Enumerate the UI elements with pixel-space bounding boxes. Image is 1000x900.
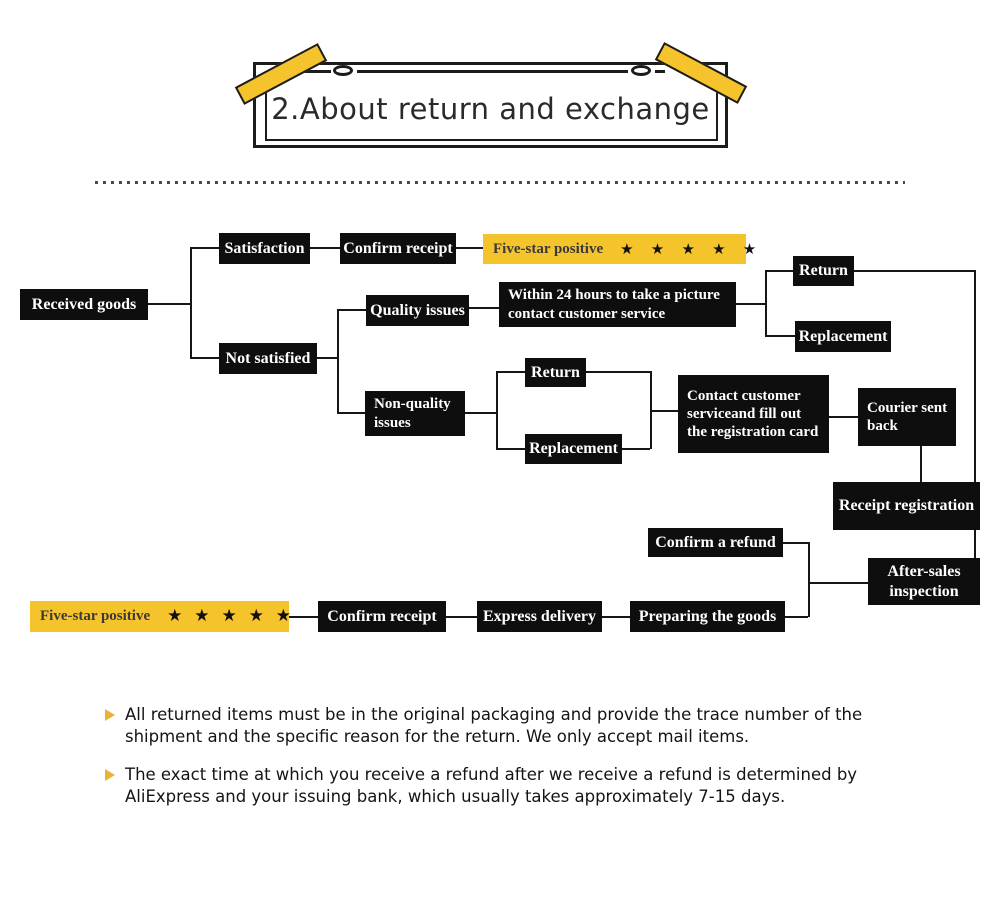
note-text: All returned items must be in the origin… bbox=[125, 705, 863, 746]
banner-deco-line bbox=[357, 70, 628, 73]
connector-line bbox=[650, 410, 678, 412]
connector-line bbox=[829, 416, 858, 418]
connector-line bbox=[622, 448, 650, 450]
five-star-label: Five-star positive bbox=[40, 608, 151, 625]
connector-line bbox=[190, 247, 219, 249]
flow-node-courier-sent-back: Courier sent back bbox=[858, 388, 956, 446]
flow-node-non-quality-issues: Non-quality issues bbox=[365, 391, 465, 436]
connector-line bbox=[496, 448, 525, 450]
connector-line bbox=[765, 270, 793, 272]
connector-line bbox=[310, 247, 340, 249]
flow-node-return-right: Return bbox=[793, 256, 854, 286]
banner-deco-circle bbox=[631, 65, 651, 76]
bullet-triangle-icon bbox=[105, 769, 115, 781]
flow-node-within-24-hours: Within 24 hours to take a picture contac… bbox=[499, 282, 736, 327]
flow-node-express-delivery: Express delivery bbox=[477, 601, 602, 632]
banner-deco-circle bbox=[333, 65, 353, 76]
flow-node-preparing-the-goods: Preparing the goods bbox=[630, 601, 785, 632]
flow-node-five-star-top: Five-star positive ★ ★ ★ ★ ★ bbox=[483, 234, 756, 264]
connector-line bbox=[765, 270, 767, 337]
flow-node-not-satisfied: Not satisfied bbox=[219, 343, 317, 374]
note-text: The exact time at which you receive a re… bbox=[125, 765, 858, 806]
connector-line bbox=[337, 309, 339, 413]
bullet-triangle-icon bbox=[105, 709, 115, 721]
flow-node-after-sales-inspection: After-sales inspection bbox=[868, 558, 980, 605]
connector-line bbox=[496, 371, 525, 373]
connector-line bbox=[854, 270, 975, 272]
flow-node-return-mid: Return bbox=[525, 358, 586, 387]
connector-line bbox=[808, 582, 868, 584]
star-rating-icon: ★ ★ ★ ★ ★ bbox=[167, 606, 294, 627]
connector-line bbox=[465, 412, 496, 414]
connector-line bbox=[765, 335, 795, 337]
connector-line bbox=[920, 446, 922, 482]
connector-line bbox=[337, 412, 365, 414]
banner-outer-frame bbox=[253, 62, 728, 148]
flow-node-receipt-registration: Receipt registration bbox=[833, 482, 980, 530]
banner-deco-line bbox=[303, 70, 331, 73]
connector-line bbox=[808, 542, 810, 617]
flow-node-confirm-receipt-bottom: Confirm receipt bbox=[318, 601, 446, 632]
connector-line bbox=[469, 307, 499, 309]
star-rating-icon: ★ ★ ★ ★ ★ bbox=[620, 239, 763, 258]
flow-node-satisfaction: Satisfaction bbox=[219, 233, 310, 264]
flow-node-received-goods: Received goods bbox=[20, 289, 148, 320]
connector-line bbox=[456, 247, 483, 249]
connector-line bbox=[190, 357, 219, 359]
flow-node-replacement-mid: Replacement bbox=[525, 434, 622, 464]
banner-deco-line bbox=[655, 70, 665, 73]
connector-line bbox=[736, 303, 765, 305]
connector-line bbox=[783, 542, 810, 544]
flow-node-contact-customer-service: Contact customer serviceand fill out the… bbox=[678, 375, 829, 453]
connector-line bbox=[148, 303, 190, 305]
connector-line bbox=[974, 270, 976, 558]
connector-line bbox=[602, 616, 630, 618]
connector-line bbox=[496, 371, 498, 449]
connector-line bbox=[586, 371, 650, 373]
connector-line bbox=[317, 357, 337, 359]
note-item: The exact time at which you receive a re… bbox=[105, 764, 905, 808]
flow-node-replacement-right: Replacement bbox=[795, 321, 891, 352]
connector-line bbox=[337, 309, 366, 311]
flow-node-confirm-receipt-top: Confirm receipt bbox=[340, 233, 456, 264]
five-star-label: Five-star positive bbox=[493, 240, 604, 257]
flow-node-quality-issues: Quality issues bbox=[366, 295, 469, 326]
banner-inner-frame bbox=[265, 88, 718, 141]
page-title: 2.About return and exchange bbox=[271, 92, 710, 126]
connector-line bbox=[190, 247, 192, 359]
flow-node-five-star-bottom: Five-star positive ★ ★ ★ ★ ★ bbox=[30, 601, 291, 632]
connector-line bbox=[446, 616, 477, 618]
dotted-divider bbox=[95, 181, 905, 184]
note-item: All returned items must be in the origin… bbox=[105, 704, 905, 748]
connector-line bbox=[289, 616, 318, 618]
flow-node-confirm-a-refund: Confirm a refund bbox=[648, 528, 783, 557]
notes-section: All returned items must be in the origin… bbox=[105, 704, 905, 824]
connector-line bbox=[785, 616, 808, 618]
